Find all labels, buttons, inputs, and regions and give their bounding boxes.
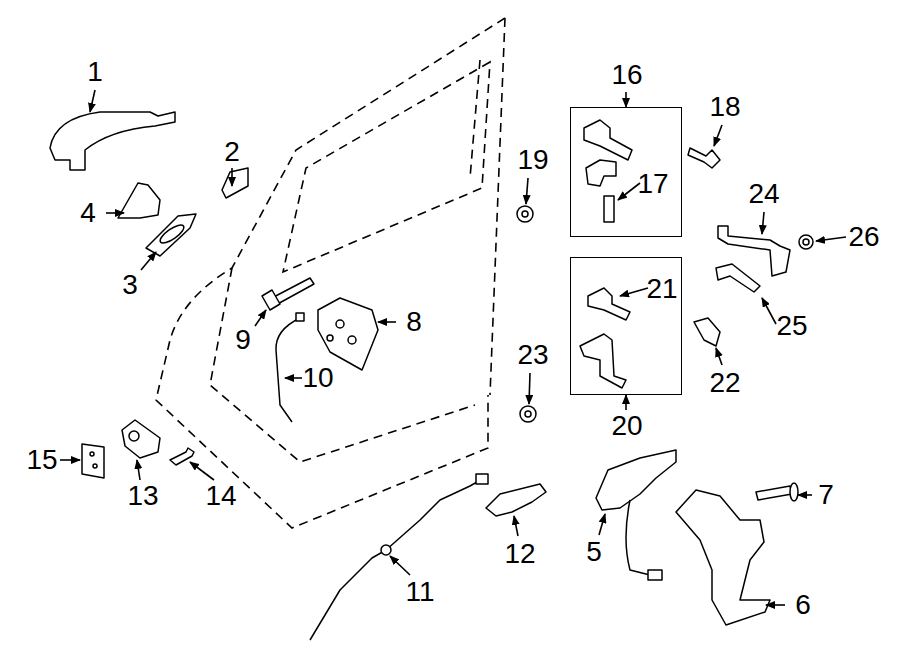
callout-number: 24 (748, 180, 779, 208)
callout-number: 19 (517, 146, 548, 174)
callout-number: 10 (302, 364, 333, 392)
callout-number: 25 (776, 312, 807, 340)
callout-number: 15 (26, 446, 57, 474)
callout-number: 12 (504, 540, 535, 568)
callout-number: 3 (122, 271, 138, 299)
callout-number: 2 (224, 138, 240, 166)
callout-number: 8 (406, 308, 422, 336)
callout-number: 14 (205, 482, 236, 510)
callout-number: 1 (87, 58, 103, 86)
callout-number: 16 (611, 61, 642, 89)
callout-number: 7 (818, 481, 834, 509)
callout-number: 26 (848, 223, 879, 251)
callout-number: 6 (795, 591, 811, 619)
callout-number: 9 (235, 326, 251, 354)
callout-number: 4 (80, 199, 96, 227)
part-group-box: 2021 (570, 257, 682, 395)
callout-number: 21 (646, 275, 677, 303)
callout-number: 13 (127, 482, 158, 510)
part-group-box: 1617 (570, 107, 682, 237)
callout-number: 5 (586, 538, 602, 566)
callout-number: 18 (709, 93, 740, 121)
callout-number: 20 (611, 412, 642, 440)
callout-number: 23 (517, 341, 548, 369)
callout-number: 17 (637, 170, 668, 198)
callout-number: 11 (405, 578, 434, 606)
callout-number: 22 (709, 369, 740, 397)
